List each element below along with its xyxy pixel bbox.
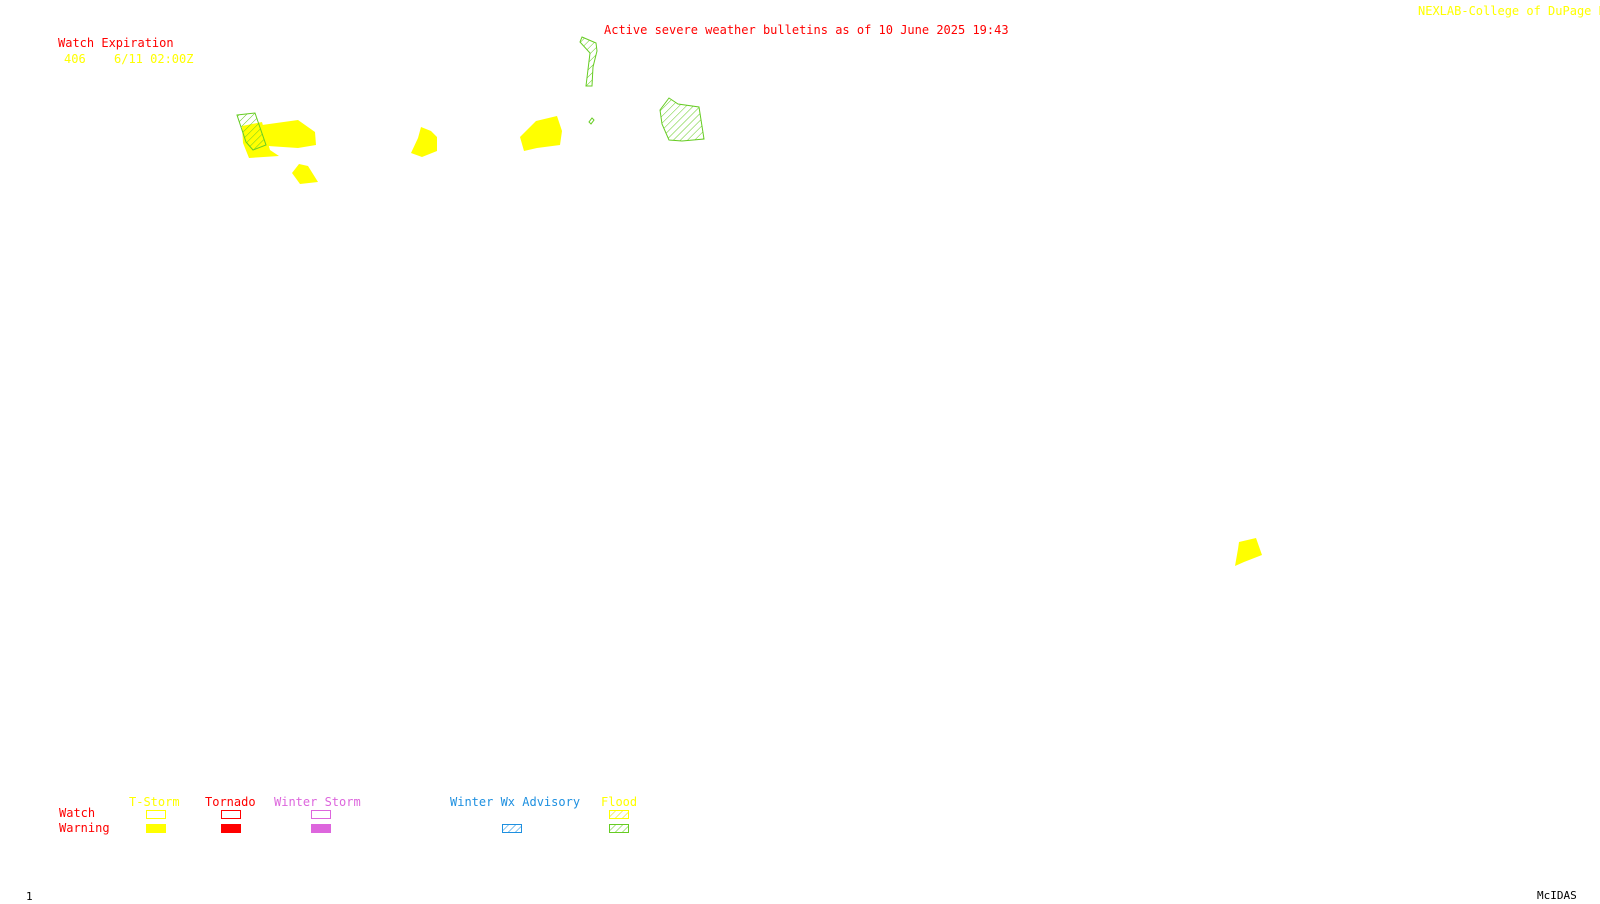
legend-swatch-flood-watch xyxy=(609,810,629,819)
software-label: McIDAS xyxy=(1537,889,1577,902)
legend-swatch-winter-storm-watch xyxy=(311,810,331,819)
legend-row-warning: Warning xyxy=(59,821,110,835)
watch-number: 406 xyxy=(64,52,86,66)
legend-label-winter-wx-advisory: Winter Wx Advisory xyxy=(450,795,581,809)
bulletin-title: Active severe weather bulletins as of 10… xyxy=(604,23,1009,37)
flood-warning-polygon[interactable] xyxy=(579,36,598,87)
flood-warning-polygon[interactable] xyxy=(236,112,267,151)
legend-row-watch: Watch xyxy=(59,806,96,820)
tstorm-warning-polygon[interactable] xyxy=(1235,538,1262,566)
frame-number: 1 xyxy=(26,890,33,903)
legend-swatch-winter-wx-advisory xyxy=(502,824,522,833)
tstorm-warning-polygon[interactable] xyxy=(262,120,316,148)
watch-expiration-heading: Watch Expiration xyxy=(58,36,174,50)
tstorm-warning-polygon[interactable] xyxy=(520,116,562,151)
legend-label-tstorm: T-Storm xyxy=(129,795,180,809)
legend-swatch-tornado-warning xyxy=(221,824,241,833)
legend-label-winter-storm: Winter Storm xyxy=(274,795,361,809)
legend-swatch-tornado-watch xyxy=(221,810,241,819)
legend-swatch-tstorm-warning xyxy=(146,824,166,833)
legend-label-tornado: Tornado xyxy=(205,795,256,809)
flood-warning-polygon[interactable] xyxy=(588,117,595,125)
watch-expiry-time: 6/11 02:00Z xyxy=(114,52,194,66)
flood-warning-polygon[interactable] xyxy=(659,97,705,142)
source-credit: NEXLAB-College of DuPage R xyxy=(1418,4,1600,18)
legend-swatch-winter-storm-warning xyxy=(311,824,331,833)
legend-swatch-flood-warning xyxy=(609,824,629,833)
legend-label-flood: Flood xyxy=(601,795,638,809)
tstorm-warning-polygon[interactable] xyxy=(292,164,318,184)
legend-swatch-tstorm-watch xyxy=(146,810,166,819)
tstorm-warning-polygon[interactable] xyxy=(411,127,437,157)
